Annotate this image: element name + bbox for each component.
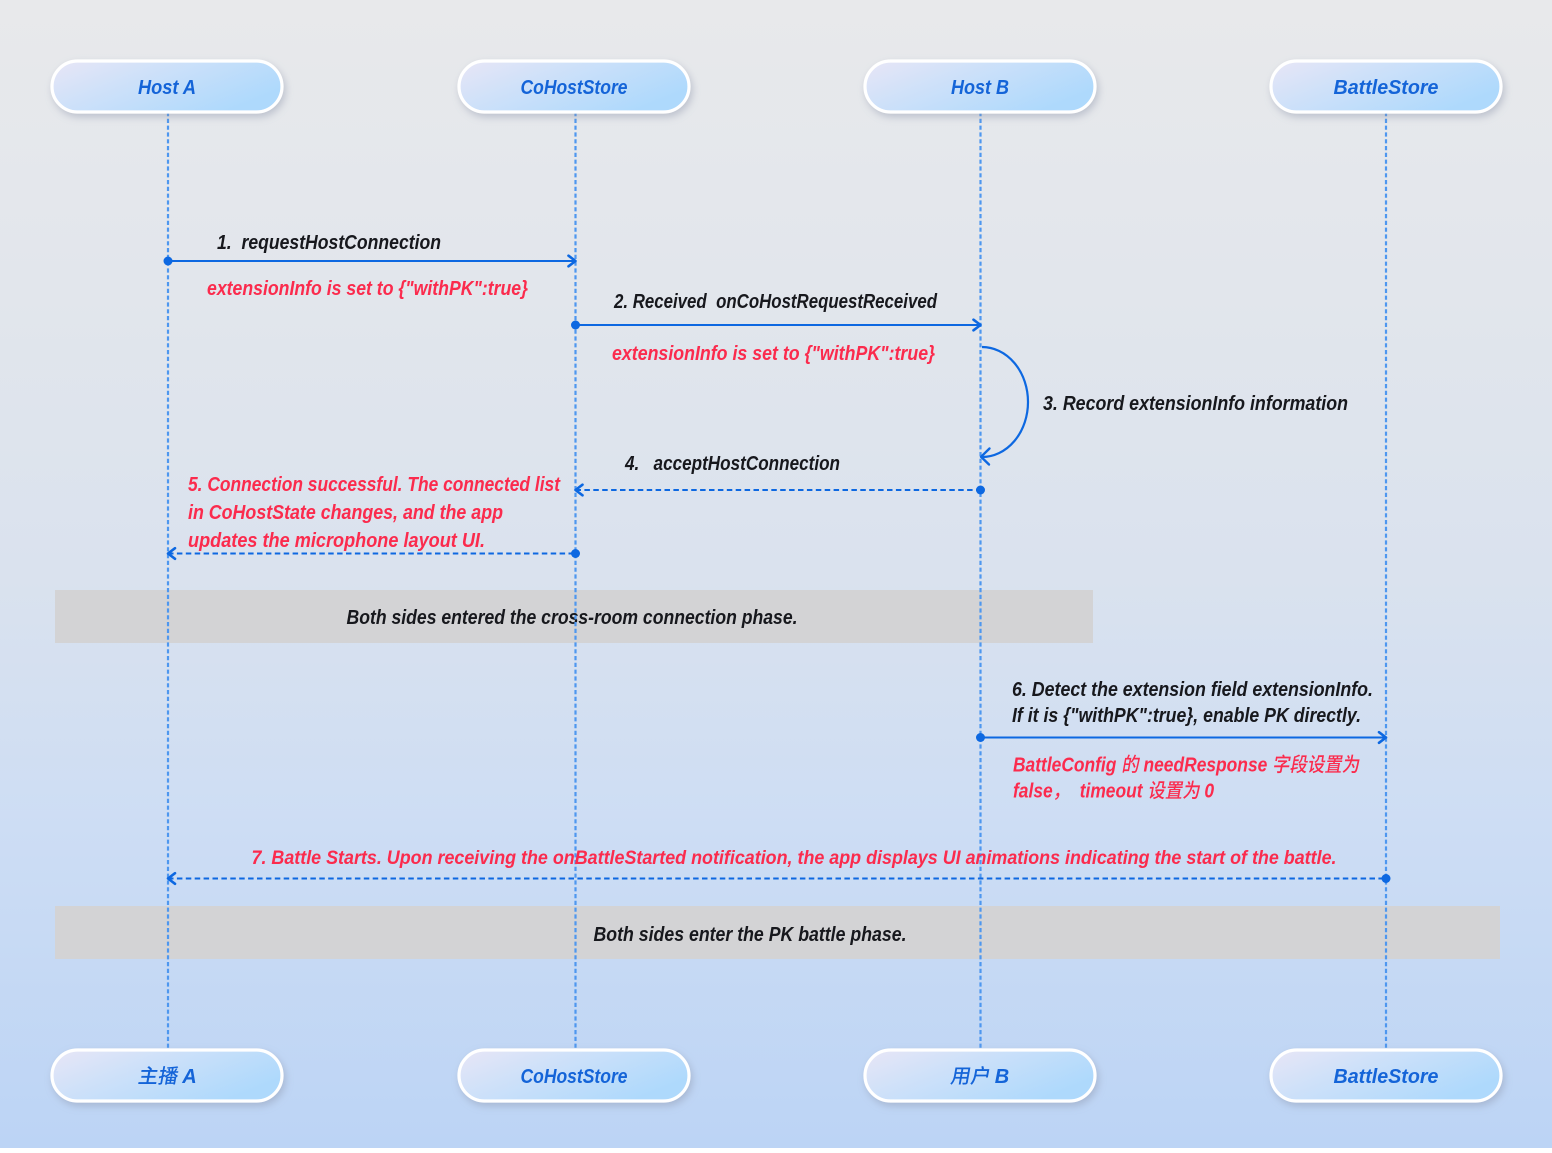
svg-text:0: 0 [1204,781,1214,803]
svg-text:If it is {"withPK":true}, enab: If it is {"withPK":true}, enable PK dire… [1012,705,1361,727]
svg-text:6. Detect the extension field: 6. Detect the extension field extensionI… [1012,679,1373,701]
svg-text:7. Battle Starts. Upon receivi: 7. Battle Starts. Upon receiving the onB… [252,847,1337,869]
svg-text:Host A: Host A [138,77,196,99]
svg-text:BattleConfig: BattleConfig [1013,755,1116,777]
svg-text:BattleStore: BattleStore [1334,1066,1439,1088]
svg-text:timeout: timeout [1080,781,1144,803]
svg-text:5. Connection successful. The: 5. Connection successful. The connected … [188,474,561,496]
svg-text:Both sides enter the PK battle: Both sides enter the PK battle phase. [594,924,907,946]
svg-text:extensionInfo is set to {"with: extensionInfo is set to {"withPK":true} [207,278,528,300]
svg-text:extensionInfo is set to {"with: extensionInfo is set to {"withPK":true} [612,343,935,365]
svg-text:false: false [1013,781,1053,803]
svg-text:CoHostStore: CoHostStore [521,77,628,99]
svg-text:1. requestHostConnection: 1. requestHostConnection [217,232,441,254]
svg-text:3. Record extensionInfo inform: 3. Record extensionInfo information [1043,393,1348,415]
svg-text:2. Received onCoHostRequestRe: 2. Received onCoHostRequestReceived [613,291,937,313]
svg-text:CoHostStore: CoHostStore [521,1066,628,1088]
svg-text:needResponse: needResponse [1144,755,1268,777]
svg-text:Both sides entered the cross-r: Both sides entered the cross-room connec… [347,607,798,629]
svg-text:BattleStore: BattleStore [1334,77,1439,99]
svg-text:in CoHostState changes, and th: in CoHostState changes, and the app [188,502,503,524]
svg-text:A: A [181,1066,196,1088]
svg-text:Host B: Host B [951,77,1009,99]
svg-text:B: B [995,1066,1009,1088]
svg-text:updates the microphone layout: updates the microphone layout UI. [188,530,485,552]
svg-text:4. acceptHostConnection: 4. acceptHostConnection [624,453,840,475]
